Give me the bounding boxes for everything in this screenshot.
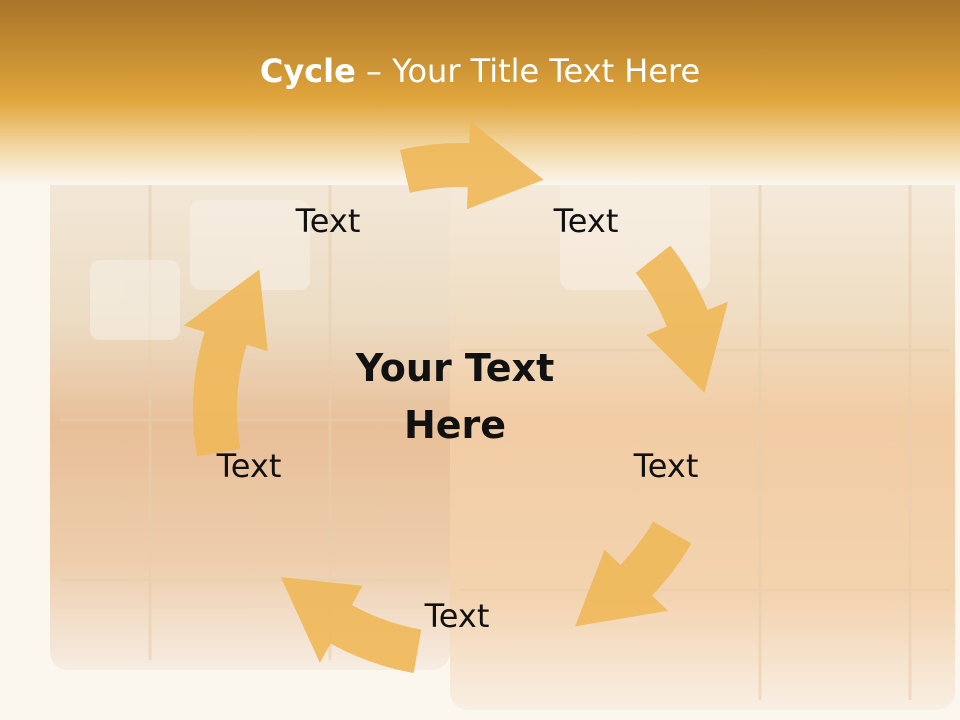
slide-title: Cycle – Your Title Text Here <box>0 52 960 90</box>
cycle-node-3: Text <box>633 447 699 485</box>
cycle-arrow-4 <box>280 577 422 673</box>
cycle-arrow-2 <box>635 245 728 393</box>
cycle-arrow-1 <box>399 121 544 210</box>
title-separator: – <box>355 52 393 90</box>
cycle-arrow-3 <box>575 521 692 627</box>
cycle-node-4: Text <box>424 597 490 635</box>
cycle-arrow-5 <box>183 269 268 457</box>
title-bold: Cycle <box>259 52 356 90</box>
cycle-node-5: Text <box>216 447 282 485</box>
center-text: Your Text Here <box>355 346 555 447</box>
cycle-node-1: Text <box>295 202 361 240</box>
title-rest: Your Title Text Here <box>392 52 701 90</box>
cycle-node-2: Text <box>553 202 619 240</box>
